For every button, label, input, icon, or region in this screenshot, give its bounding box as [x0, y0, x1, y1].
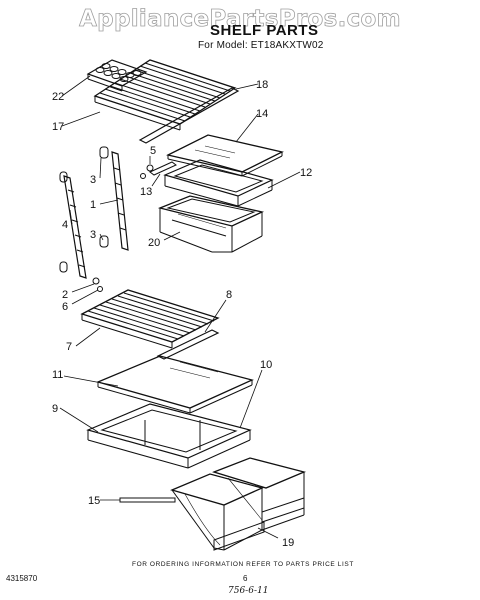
drawer-glide	[119, 497, 176, 503]
model-line: For Model: ET18AKXTW02	[198, 40, 324, 51]
cover-glide	[149, 161, 177, 176]
wire-shelf-top	[93, 59, 237, 131]
callout-18: 18	[256, 79, 268, 91]
leader-lines	[59, 75, 301, 539]
shelf-trim	[138, 87, 240, 144]
callout-12: 12	[300, 167, 312, 179]
glass-shelf-upper	[166, 134, 284, 177]
crisper-drawer-lower	[170, 457, 307, 551]
callout-1: 1	[90, 199, 96, 211]
callout-15: 15	[88, 495, 100, 507]
egg-tray	[86, 59, 148, 92]
page-title: SHELF PARTS	[210, 22, 319, 39]
callout-2: 2	[62, 289, 68, 301]
crisper-cover-frame-lower	[86, 403, 252, 469]
ordering-note: FOR ORDERING INFORMATION REFER TO PARTS …	[132, 561, 354, 568]
screw	[92, 164, 154, 292]
support-clip-upper	[59, 146, 109, 273]
callout-10: 10	[260, 359, 272, 371]
glass-shelf-lower	[96, 355, 254, 414]
callout-8: 8	[226, 289, 232, 301]
callout-20: 20	[148, 237, 160, 249]
callout-9: 9	[52, 403, 58, 415]
crisper-cover-frame	[163, 159, 274, 207]
shelf-trim-lower	[156, 329, 220, 360]
callout-6: 6	[62, 301, 68, 313]
callout-7: 7	[66, 341, 72, 353]
callout-17: 17	[52, 121, 64, 133]
callout-14: 14	[256, 108, 268, 120]
crisper-drawer-upper	[157, 195, 265, 253]
wire-shelf-lower	[80, 289, 220, 349]
callout-labels: 22 18 14 17 5 3 13 12 1 4 3 20 2 6 8 7 1…	[52, 79, 312, 549]
callout-22: 22	[52, 91, 64, 103]
handwritten-code: 756-6-11	[228, 586, 269, 596]
callout-19: 19	[282, 537, 294, 549]
callout-3-lower: 3	[90, 229, 96, 241]
callout-4: 4	[62, 219, 68, 231]
callout-13: 13	[140, 186, 152, 198]
page-number: 6	[243, 574, 248, 583]
watermark: AppliancePartsPros.com	[79, 6, 401, 33]
document-number: 4315870	[6, 574, 38, 583]
callout-5: 5	[150, 145, 156, 157]
callout-11: 11	[52, 369, 63, 381]
shelf-ladder-right	[111, 151, 129, 251]
shelf-ladder-left	[63, 175, 87, 279]
callout-3-upper: 3	[90, 174, 96, 186]
